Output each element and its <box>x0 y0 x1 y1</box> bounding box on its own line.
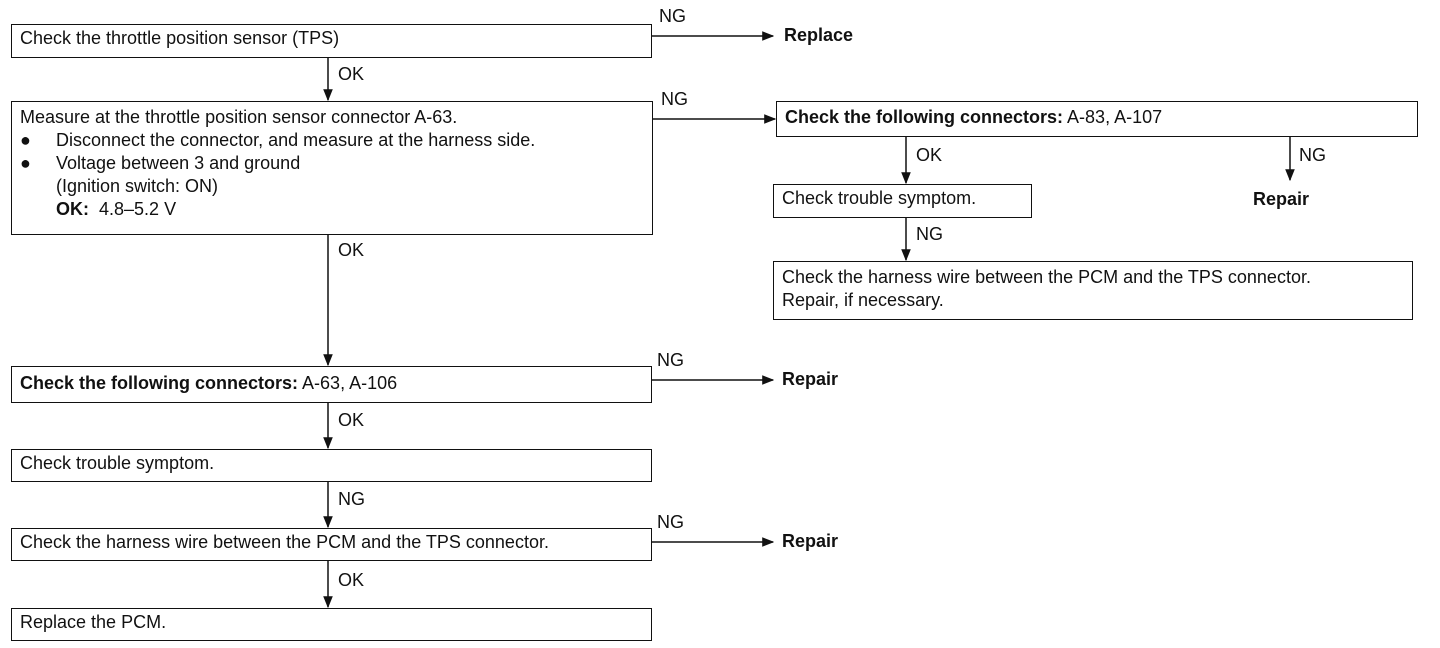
label-ok-r1: OK <box>916 145 943 165</box>
result-repair-r1: Repair <box>1253 189 1310 209</box>
connectors-a63-bold: Check the following connectors: <box>20 373 299 393</box>
connectors-a63-rest: A-63, A-106 <box>302 373 398 393</box>
measure-line1: Measure at the throttle position sensor … <box>20 107 458 127</box>
label-ng-s5: NG <box>657 512 684 532</box>
label-ng-s2: NG <box>661 89 688 109</box>
measure-sub: (Ignition switch: ON) <box>56 176 219 196</box>
result-repair-s5: Repair <box>782 531 839 551</box>
step-check-trouble-symptom: Check trouble symptom. <box>11 449 652 482</box>
step-replace-pcm: Replace the PCM. <box>11 608 652 641</box>
label-ok-s1: OK <box>338 64 365 84</box>
step-check-connectors-a63: Check the following connectors: A-63, A-… <box>11 366 652 403</box>
result-repair-s3: Repair <box>782 369 839 389</box>
connectors-a83-rest: A-83, A-107 <box>1067 107 1163 127</box>
measure-bullet1: ●Disconnect the connector, and measure a… <box>20 130 536 150</box>
step-check-tps-text: Check the throttle position sensor (TPS) <box>20 28 340 48</box>
label-ok-s2: OK <box>338 240 365 260</box>
step-measure-tps-connector: Measure at the throttle position sensor … <box>11 101 653 235</box>
label-ok-s5: OK <box>338 570 365 590</box>
step-check-connectors-a83: Check the following connectors: A-83, A-… <box>776 101 1418 137</box>
label-ng-s4: NG <box>338 489 365 509</box>
step-check-tps: Check the throttle position sensor (TPS) <box>11 24 652 58</box>
measure-bullet2: ●Voltage between 3 and ground <box>20 153 301 173</box>
step-check-harness-wire: Check the harness wire between the PCM a… <box>11 528 652 561</box>
step-right-harness-wire: Check the harness wire between the PCM a… <box>773 261 1413 320</box>
label-ng-r1: NG <box>1299 145 1326 165</box>
step-right-trouble-symptom: Check trouble symptom. <box>773 184 1032 218</box>
result-replace: Replace <box>784 25 854 45</box>
connectors-a83-bold: Check the following connectors: <box>785 107 1064 127</box>
label-ng-s1: NG <box>659 6 686 26</box>
label-ng-s3: NG <box>657 350 684 370</box>
label-ok-s3: OK <box>338 410 365 430</box>
measure-ok: OK: 4.8–5.2 V <box>56 199 177 219</box>
label-ng-r2: NG <box>916 224 943 244</box>
